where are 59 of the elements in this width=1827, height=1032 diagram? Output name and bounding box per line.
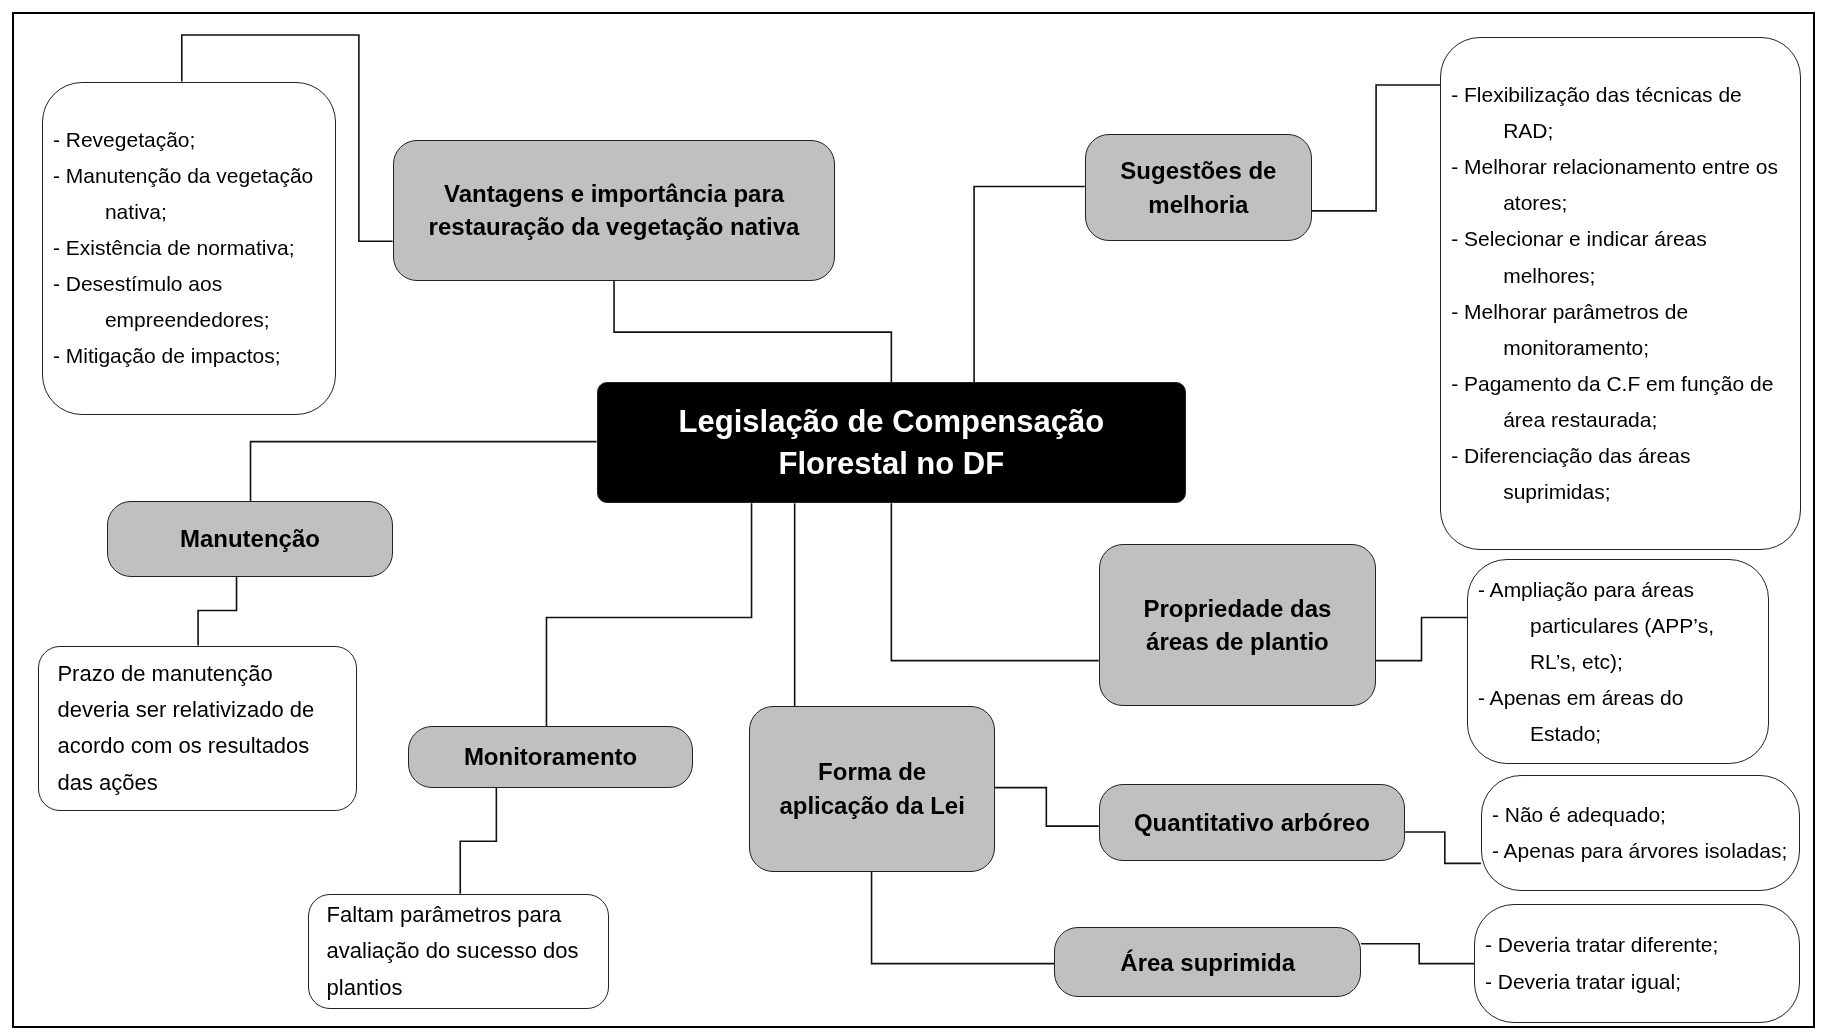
connector-line <box>994 786 1100 827</box>
node-text: Quantitativo arbóreo <box>1133 807 1370 838</box>
list-item: - Melhorar parâmetros de monitoramento; <box>1451 298 1690 361</box>
connector-line <box>613 280 893 383</box>
connector-line <box>1360 943 1475 965</box>
topic-box <box>1054 927 1361 998</box>
list-item: - Flexibilização das técnicas de RAD; <box>1451 81 1743 145</box>
list-item: - Desestímulo aos empreendedores; <box>52 271 271 334</box>
list-item: - Ampliação para áreas particulares (APP’s, RL’s, etc); <box>1477 576 1715 675</box>
bullet-list-box <box>1466 559 1769 765</box>
node-text: Monitoramento <box>463 742 638 772</box>
list-item: - Deveria tratar igual; <box>1484 968 1682 995</box>
list-item: - Apenas em áreas do Estado; <box>1477 684 1685 747</box>
node-text: Prazo de manutenção deveria ser relativizado de acordo com os resultados das ações <box>57 659 316 797</box>
node-text: Área suprimida <box>1120 947 1296 978</box>
list-item: - Melhorar relacionamento entre os atores; <box>1451 154 1779 217</box>
list-item: - Pagamento da C.F em função de área restaurada; <box>1451 370 1775 433</box>
node-text: Propriedade das áreas de plantio <box>1142 593 1333 658</box>
connector-line <box>973 185 1086 383</box>
topic-box <box>407 725 694 788</box>
node-text: Legislação de Compensação Florestal no DF <box>677 402 1106 483</box>
connector-line <box>249 440 598 502</box>
node-text: Manutenção <box>179 524 320 555</box>
connector-line <box>1404 831 1482 865</box>
list-item: - Selecionar e indicar áreas melhores; <box>1451 226 1708 289</box>
connector-line <box>197 575 238 647</box>
note-box <box>307 893 610 1010</box>
node-text: Vantagens e importância para restauração da vegetação nativa <box>427 178 801 243</box>
connector-line <box>545 502 753 727</box>
node-text: Sugestões de melhoria <box>1119 156 1278 220</box>
topic-box <box>1084 134 1312 242</box>
list-item: - Revegetação; <box>52 126 197 153</box>
connector-line <box>180 34 394 242</box>
connector-line <box>890 502 1100 662</box>
connector-line <box>1375 616 1468 662</box>
list-item: - Não é adequado; <box>1491 802 1667 828</box>
bullet-list-box <box>1473 904 1801 1023</box>
list-item: - Apenas para árvores isoladas; <box>1491 838 1789 865</box>
node-text: Forma de aplicação da Lei <box>778 757 966 821</box>
connector-line <box>870 870 1056 965</box>
node-text: Faltam parâmetros para avaliação do sucesso dos plantios <box>326 900 580 1002</box>
topic-box <box>749 706 996 872</box>
note-box <box>38 645 357 811</box>
topic-box <box>1098 784 1406 862</box>
list-item: - Mitigação de impactos; <box>52 343 282 370</box>
connector-line <box>1311 84 1441 212</box>
list-item: - Existência de normativa; <box>52 235 296 262</box>
list-item: - Manutenção da vegetação nativa; <box>52 162 315 225</box>
list-item: - Deveria tratar diferente; <box>1484 932 1720 959</box>
connector-line <box>793 502 796 707</box>
bullet-list-box <box>1440 37 1802 550</box>
topic-box <box>392 139 836 281</box>
bullet-list-box <box>1480 774 1801 892</box>
topic-box <box>107 501 393 577</box>
bullet-list-box <box>41 81 336 415</box>
list-item: - Diferenciação das áreas suprimidas; <box>1451 443 1692 506</box>
central-topic-box <box>596 382 1187 504</box>
connector-line <box>459 786 498 895</box>
topic-box <box>1098 544 1377 707</box>
